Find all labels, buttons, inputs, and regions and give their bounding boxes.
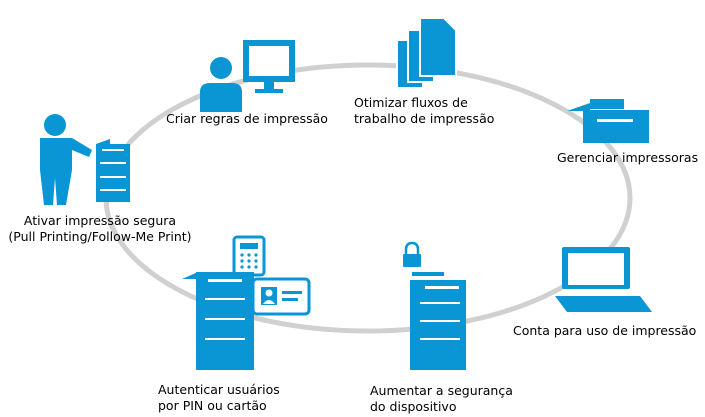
documents-icon	[396, 17, 457, 89]
step-label-autenticar-usuarios: Autenticar usuários por PIN ou cartão	[158, 382, 280, 413]
step-label-ativar-impressao: Ativar impressão segura (Pull Printing/F…	[8, 213, 192, 244]
step-label-criar-regras: Criar regras de impressão	[166, 111, 328, 126]
laptop-icon	[555, 247, 652, 312]
lock-icon	[403, 241, 421, 267]
step-label-gerenciar-impressoras: Gerenciar impressoras	[557, 150, 699, 165]
printer-icon	[567, 99, 649, 143]
step-label-aumentar-seguranca: Aumentar a segurança do dispositivo	[370, 383, 513, 414]
id-card-icon	[251, 277, 311, 316]
computer-user-icon	[200, 40, 295, 112]
person-printer-icon	[40, 114, 130, 205]
step-label-otimizar-fluxos: Otimizar fluxos de trabalho de impressão	[354, 95, 495, 126]
keypad-icon	[232, 235, 266, 277]
step-label-conta-uso: Conta para uso de impressão	[513, 323, 697, 338]
printer-pin-card-icon	[182, 235, 311, 370]
secure-printer-icon	[403, 241, 466, 370]
